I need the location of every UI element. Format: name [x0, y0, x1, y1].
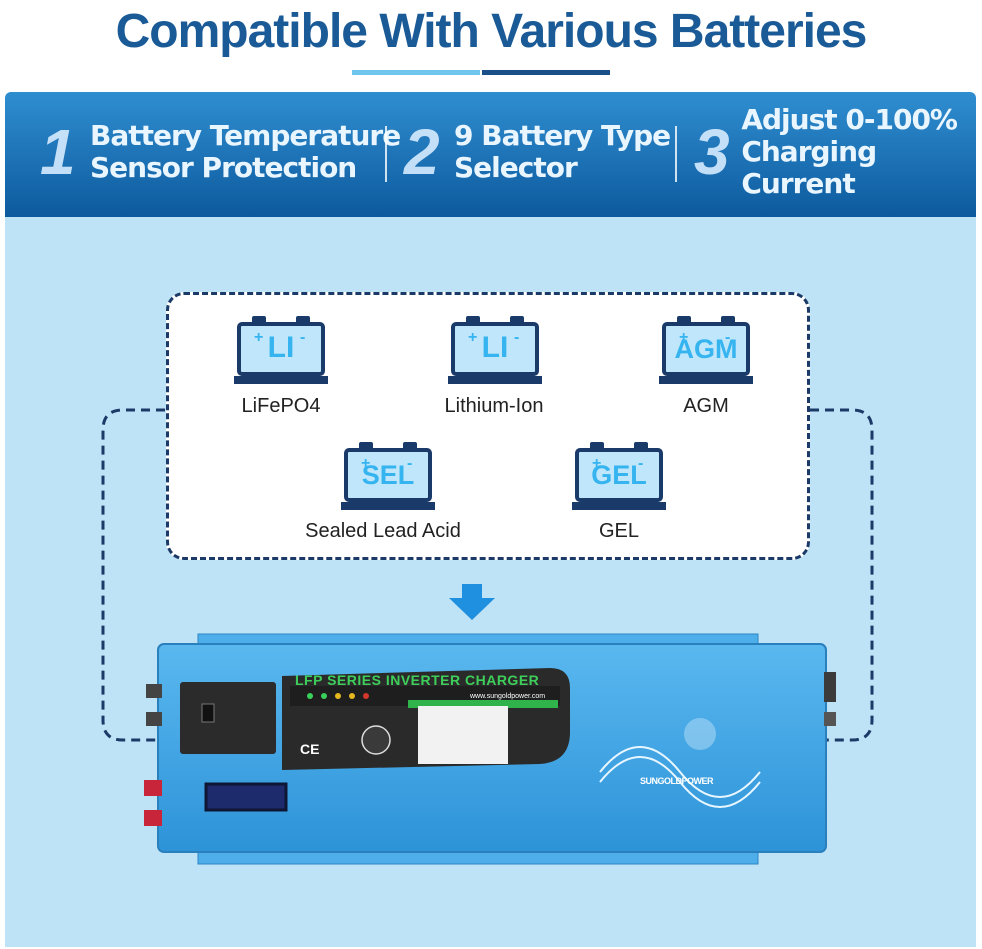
svg-text:+: + [468, 329, 477, 346]
svg-text:+: + [361, 455, 370, 472]
feature-line: Selector [454, 151, 578, 184]
feature-battery-type-selector: 2 9 Battery Type Selector [404, 112, 671, 192]
battery-label-lifepo4: LiFePO4 [241, 395, 321, 417]
svg-text:-: - [514, 329, 519, 346]
feature-temperature-sensor: 1 Battery Temperature Sensor Protection [40, 112, 401, 192]
title-underline-dark [482, 70, 610, 75]
battery-icon-lithium-ion: + - [448, 314, 542, 391]
svg-text:+: + [254, 329, 263, 346]
battery-code: AGM [674, 334, 738, 364]
svg-text:-: - [300, 329, 305, 346]
feature-number: 2 [404, 116, 440, 188]
feature-number: 1 [40, 116, 76, 188]
feature-charging-current: 3 Adjust 0-100% Charging Current [694, 104, 982, 200]
feature-line: Battery Temperature [90, 119, 401, 152]
feature-band [5, 92, 976, 217]
feature-number: 3 [694, 116, 730, 188]
svg-text:-: - [638, 455, 643, 472]
device-website: www.sungoldpower.com [470, 693, 546, 700]
right-connection-loop [810, 408, 874, 742]
page-title: Compatible With Various Batteries [115, 5, 868, 58]
svg-text:-: - [407, 455, 412, 472]
battery-icon-agm: + - [659, 314, 753, 391]
battery-icon-gel: + - [572, 440, 666, 517]
battery-code: SEL [361, 460, 415, 490]
battery-icon-sla: + - [341, 440, 435, 517]
title-underline-light [352, 70, 480, 75]
left-connection-loop [101, 408, 165, 742]
battery-label-agm: AGM [683, 395, 729, 417]
battery-code: GEL [591, 460, 647, 490]
feature-line: Charging Current [741, 135, 877, 200]
device-cert-mark: CE [300, 741, 320, 757]
battery-label-gel: GEL [598, 520, 640, 542]
svg-text:-: - [725, 329, 730, 346]
svg-text:+: + [592, 455, 601, 472]
feature-divider [385, 126, 387, 182]
battery-code: LI [481, 331, 509, 364]
feature-line: 9 Battery Type [454, 119, 671, 152]
device-series-label: LFP SERIES INVERTER CHARGER [295, 672, 540, 688]
down-arrow-icon [449, 584, 495, 620]
battery-icon-lifepo4: + - [234, 314, 328, 391]
device-brand-logo: SUNGOLDPOWER [640, 776, 714, 786]
svg-text:+: + [679, 329, 688, 346]
inverter-charger-device [144, 633, 836, 865]
feature-line: Sensor Protection [90, 151, 357, 184]
battery-label-sealed-lead-acid: Sealed Lead Acid [305, 520, 461, 542]
battery-label-lithium-ion: Lithium-Ion [444, 395, 544, 417]
feature-divider [675, 126, 677, 182]
battery-code: LI [267, 331, 295, 364]
feature-line: Adjust 0-100% [741, 103, 958, 136]
